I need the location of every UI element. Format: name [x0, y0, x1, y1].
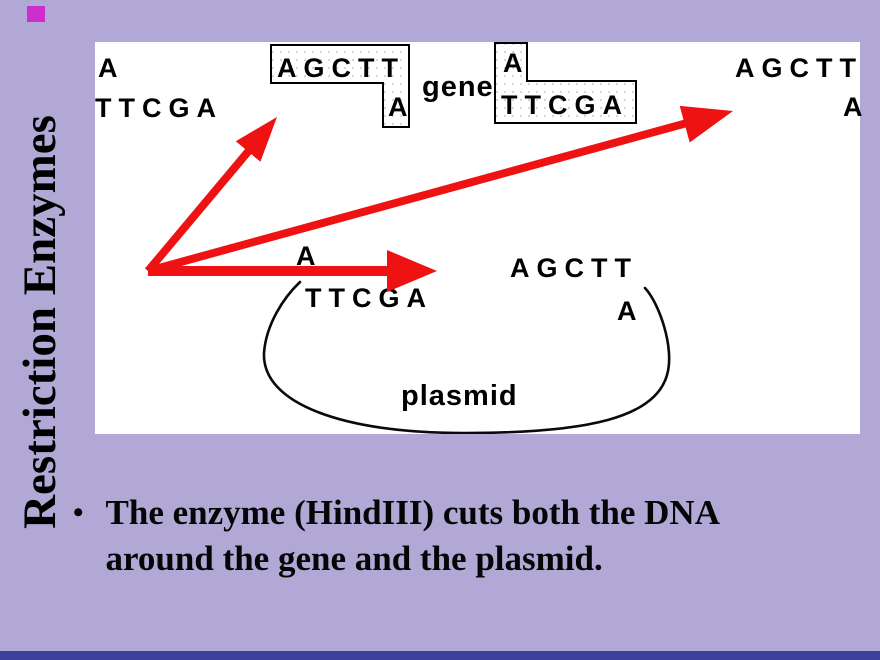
gene-left-overhang: A [388, 92, 415, 122]
plasmid-right-overhang: A [617, 296, 644, 326]
plasmid-left-overhang: A [296, 241, 323, 271]
accent-square [27, 6, 45, 22]
slide-title: Restriction Enzymes [14, 115, 66, 529]
gene-right-overhang: A [503, 48, 530, 78]
plasmid-label: plasmid [401, 380, 518, 412]
bullet-marker: • [73, 496, 84, 529]
bottom-border-bar [0, 651, 880, 660]
top-left-overhang: A [98, 53, 125, 83]
bullet-line-2: around the gene and the plasmid. [105, 539, 603, 578]
plasmid-left-strand: TTCGA [305, 283, 433, 313]
gene-right-strand: TTCGA [501, 90, 629, 120]
plasmid-right-strand: AGCTT [510, 253, 638, 283]
gene-label: gene [422, 71, 494, 103]
sequence-labels: A TTCGA AGCTT A gene A TTCGA AGCTT A A T… [95, 42, 863, 434]
diagram-panel: A TTCGA AGCTT A gene A TTCGA AGCTT A A T… [95, 42, 863, 434]
bullet-line-1: The enzyme (HindIII) cuts both the DNA [105, 493, 720, 532]
gene-left-strand: AGCTT [277, 53, 405, 83]
bullet-text: The enzyme (HindIII) cuts both the DNA a… [106, 490, 720, 582]
top-left-strand: TTCGA [95, 93, 223, 123]
top-right-overhang: A [843, 92, 870, 122]
top-right-strand: AGCTT [735, 53, 863, 83]
bullet-item: • The enzyme (HindIII) cuts both the DNA… [73, 490, 853, 582]
